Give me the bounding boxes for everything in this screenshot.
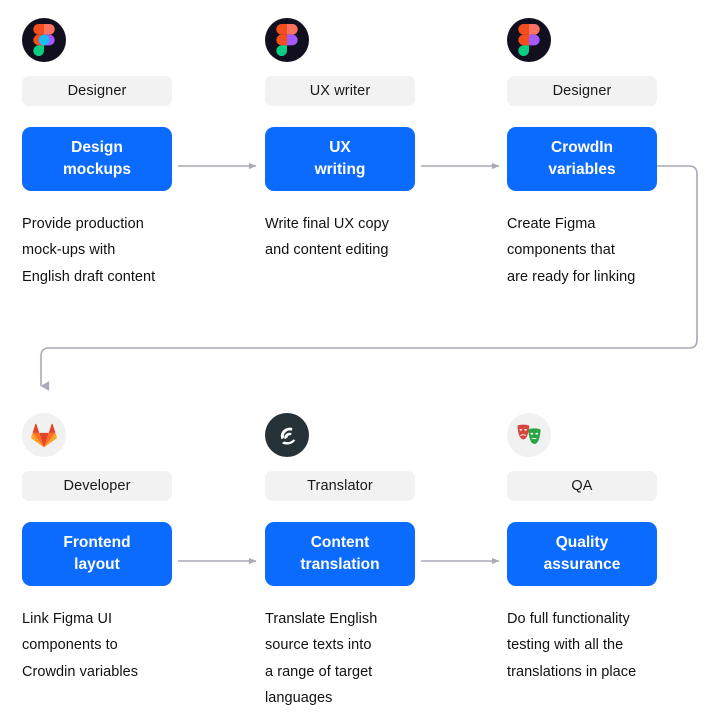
desc-line: Do full functionality	[507, 611, 630, 627]
step-column-design-mockups: Designer Design mockups Provide producti…	[22, 18, 172, 290]
desc-line: Link Figma UI	[22, 611, 113, 627]
step-description: Do full functionality testing with all t…	[507, 606, 657, 685]
step-title-line-1: CrowdIn	[551, 139, 613, 156]
step-column-content-translation: Translator Content translation Translate…	[265, 413, 415, 712]
role-pill-ux-writer: UX writer	[265, 76, 415, 106]
step-description: Create Figma components that are ready f…	[507, 211, 657, 290]
role-label: Developer	[63, 478, 131, 494]
desc-line: mock-ups with	[22, 242, 116, 259]
step-box-quality-assurance[interactable]: Quality assurance	[507, 522, 657, 586]
desc-line: Create Figma	[507, 216, 596, 232]
desc-line: components that	[507, 242, 615, 259]
role-label: Designer	[552, 83, 612, 99]
role-pill-developer: Developer	[22, 471, 172, 501]
desc-line: components to	[22, 637, 118, 654]
desc-line: languages	[265, 690, 333, 707]
desc-line: translations in place	[507, 663, 637, 680]
step-column-crowdin-variables: Designer CrowdIn variables Create Figma …	[507, 18, 657, 290]
step-title-line-1: Frontend	[63, 534, 131, 551]
step-title-line-2: translation	[300, 556, 380, 573]
step-title-line-2: mockups	[62, 161, 132, 178]
step-title-line-1: Quality	[555, 534, 609, 551]
step-box-crowdin-variables[interactable]: CrowdIn variables	[507, 127, 657, 191]
crowdin-icon	[265, 413, 309, 457]
theater-masks-icon	[507, 413, 551, 457]
step-box-content-translation[interactable]: Content translation	[265, 522, 415, 586]
desc-line: Provide production	[22, 216, 144, 232]
desc-line: testing with all the	[507, 637, 624, 654]
step-column-ux-writing: UX writer UX writing Write final UX copy…	[265, 18, 415, 264]
desc-line: a range of target	[265, 663, 373, 680]
desc-line: Translate English	[265, 611, 378, 627]
step-title-line-2: assurance	[543, 556, 621, 573]
step-description: Link Figma UI components to Crowdin vari…	[22, 606, 172, 685]
gitlab-icon	[22, 413, 66, 457]
role-pill-designer: Designer	[507, 76, 657, 106]
figma-icon	[22, 18, 66, 62]
role-pill-designer: Designer	[22, 76, 172, 106]
step-box-design-mockups[interactable]: Design mockups	[22, 127, 172, 191]
figma-icon	[265, 18, 309, 62]
role-pill-qa: QA	[507, 471, 657, 501]
step-box-ux-writing[interactable]: UX writing	[265, 127, 415, 191]
desc-line: and content editing	[265, 242, 389, 259]
desc-line: Crowdin variables	[22, 663, 139, 680]
role-pill-translator: Translator	[265, 471, 415, 501]
role-label: UX writer	[309, 83, 371, 99]
desc-line: English draft content	[22, 268, 156, 285]
role-label: Translator	[307, 478, 373, 494]
step-box-frontend-layout[interactable]: Frontend layout	[22, 522, 172, 586]
step-column-frontend-layout: Developer Frontend layout Link Figma UI …	[22, 413, 172, 685]
step-title-line-2: layout	[74, 556, 120, 573]
step-column-quality-assurance: QA Quality assurance Do full functionali…	[507, 413, 657, 685]
step-description: Translate English source texts into a ra…	[265, 606, 415, 712]
role-label: QA	[571, 478, 593, 494]
desc-line: source texts into	[265, 637, 372, 654]
step-title-line-1: UX	[329, 139, 351, 156]
step-title-line-1: Design	[71, 139, 123, 156]
step-title-line-1: Content	[310, 534, 370, 551]
desc-line: are ready for linking	[507, 268, 636, 285]
step-title-line-2: variables	[548, 161, 616, 178]
step-description: Write final UX copy and content editing	[265, 211, 415, 264]
step-description: Provide production mock-ups with English…	[22, 211, 172, 290]
step-title-line-2: writing	[314, 161, 366, 178]
figma-icon	[507, 18, 551, 62]
role-label: Designer	[67, 83, 127, 99]
desc-line: Write final UX copy	[265, 216, 389, 232]
